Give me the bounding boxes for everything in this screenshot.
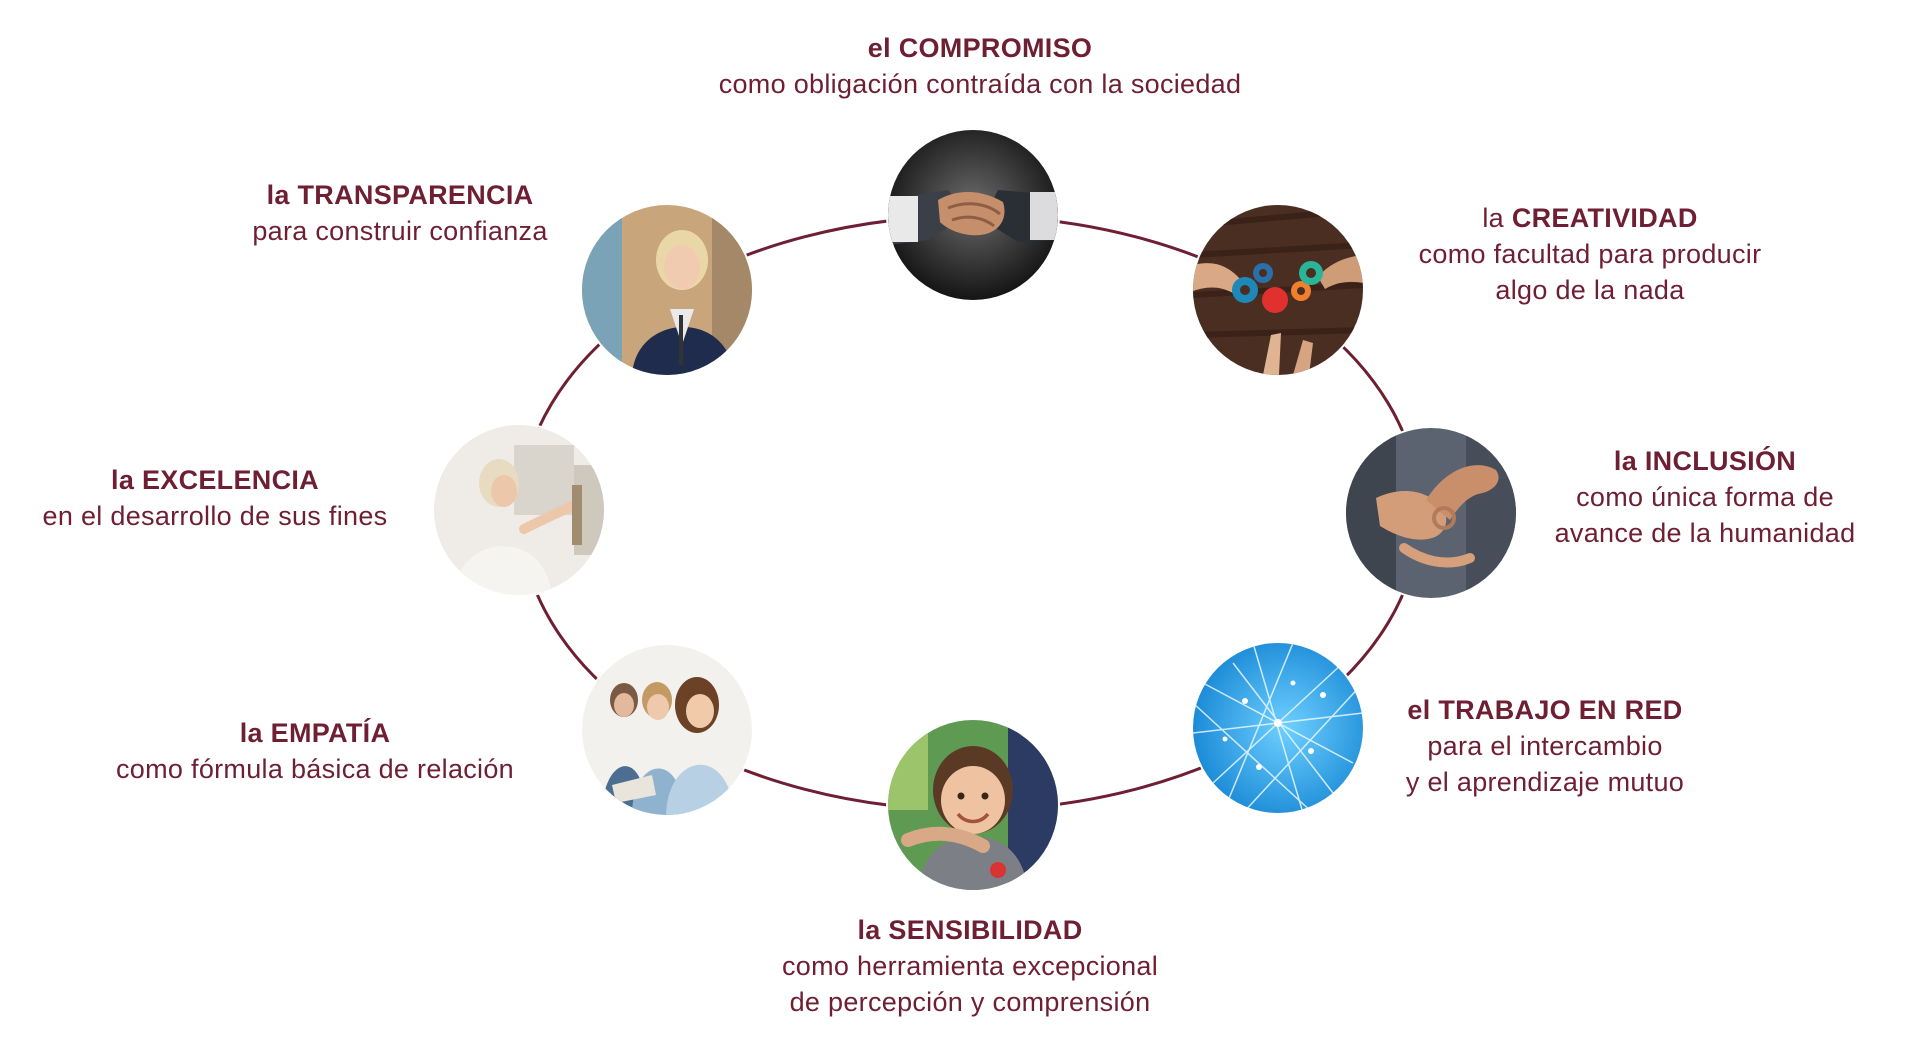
label-creatividad-title: la CREATIVIDAD xyxy=(1350,200,1830,236)
handshake-icon xyxy=(888,130,1058,300)
inclusion-photo xyxy=(1346,428,1516,598)
label-trabajo-en-red-line-1: para el intercambio xyxy=(1427,731,1663,761)
label-empatia-article: la xyxy=(239,718,263,748)
label-sensibilidad-name: SENSIBILIDAD xyxy=(888,915,1083,945)
trabajo-en-red-photo xyxy=(1193,643,1363,813)
transparencia-photo xyxy=(582,205,752,375)
compromiso-photo xyxy=(888,130,1058,300)
label-sensibilidad-article: la xyxy=(857,915,881,945)
woman-reviewing-icon xyxy=(434,425,604,595)
network-icon xyxy=(1193,643,1363,813)
label-compromiso-article: el xyxy=(867,33,891,63)
label-inclusion-article: la xyxy=(1613,446,1638,476)
linked-hands-icon xyxy=(1346,428,1516,598)
label-excelencia-title: la EXCELENCIA xyxy=(10,462,420,498)
label-trabajo-en-red-line-2: y el aprendizaje mutuo xyxy=(1405,767,1685,797)
label-sensibilidad-title: la SENSIBILIDAD xyxy=(720,912,1220,948)
gears-icon xyxy=(1193,205,1363,375)
creatividad-photo xyxy=(1193,205,1363,375)
label-trabajo-en-red-name: TRABAJO EN RED xyxy=(1438,695,1683,725)
label-inclusion: la INCLUSIÓN como única forma de avance … xyxy=(1520,443,1890,551)
label-inclusion-line-2: avance de la humanidad xyxy=(1554,518,1856,548)
label-sensibilidad-line-2: de percepción y comprensión xyxy=(789,987,1151,1017)
label-empatia-title: la EMPATÍA xyxy=(70,715,560,751)
excelencia-photo xyxy=(434,425,604,595)
label-transparencia-title: la TRANSPARENCIA xyxy=(220,177,580,213)
label-sensibilidad: la SENSIBILIDAD como herramienta excepci… xyxy=(720,912,1220,1020)
label-creatividad: la CREATIVIDAD como facultad para produc… xyxy=(1350,200,1830,308)
label-compromiso-name: COMPROMISO xyxy=(898,33,1093,63)
label-excelencia-line-1: en el desarrollo de sus fines xyxy=(42,501,388,531)
label-empatia-name: EMPATÍA xyxy=(270,718,391,748)
label-creatividad-name: CREATIVIDAD xyxy=(1511,203,1698,233)
label-transparencia-line-1: para construir confianza xyxy=(252,216,548,246)
child-icon xyxy=(888,720,1058,890)
label-trabajo-en-red-title: el TRABAJO EN RED xyxy=(1365,692,1725,728)
label-creatividad-line-1: como facultad para producir xyxy=(1418,239,1762,269)
label-trabajo-en-red: el TRABAJO EN RED para el intercambio y … xyxy=(1365,692,1725,800)
label-sensibilidad-line-1: como herramienta excepcional xyxy=(781,951,1159,981)
label-compromiso: el COMPROMISO como obligación contraída … xyxy=(620,30,1340,102)
label-excelencia-article: la xyxy=(111,465,135,495)
label-transparencia-name: TRANSPARENCIA xyxy=(297,180,534,210)
woman-portrait-icon xyxy=(582,205,752,375)
label-empatia-line-1: como fórmula básica de relación xyxy=(116,754,514,784)
empatia-photo xyxy=(582,645,752,815)
label-trabajo-en-red-article: el xyxy=(1407,695,1431,725)
label-compromiso-title: el COMPROMISO xyxy=(620,30,1340,66)
label-excelencia: la EXCELENCIA en el desarrollo de sus fi… xyxy=(10,462,420,534)
label-transparencia: la TRANSPARENCIA para construir confianz… xyxy=(220,177,580,249)
label-creatividad-line-2: algo de la nada xyxy=(1495,275,1685,305)
label-creatividad-article: la xyxy=(1482,203,1504,233)
audience-icon xyxy=(582,645,752,815)
label-excelencia-name: EXCELENCIA xyxy=(141,465,319,495)
label-compromiso-line-1: como obligación contraída con la socieda… xyxy=(718,69,1242,99)
label-inclusion-name: INCLUSIÓN xyxy=(1644,446,1797,476)
label-empatia: la EMPATÍA como fórmula básica de relaci… xyxy=(70,715,560,787)
sensibilidad-photo xyxy=(888,720,1058,890)
label-transparencia-article: la xyxy=(266,180,290,210)
label-inclusion-line-1: como única forma de xyxy=(1576,482,1834,512)
label-inclusion-title: la INCLUSIÓN xyxy=(1520,443,1890,479)
